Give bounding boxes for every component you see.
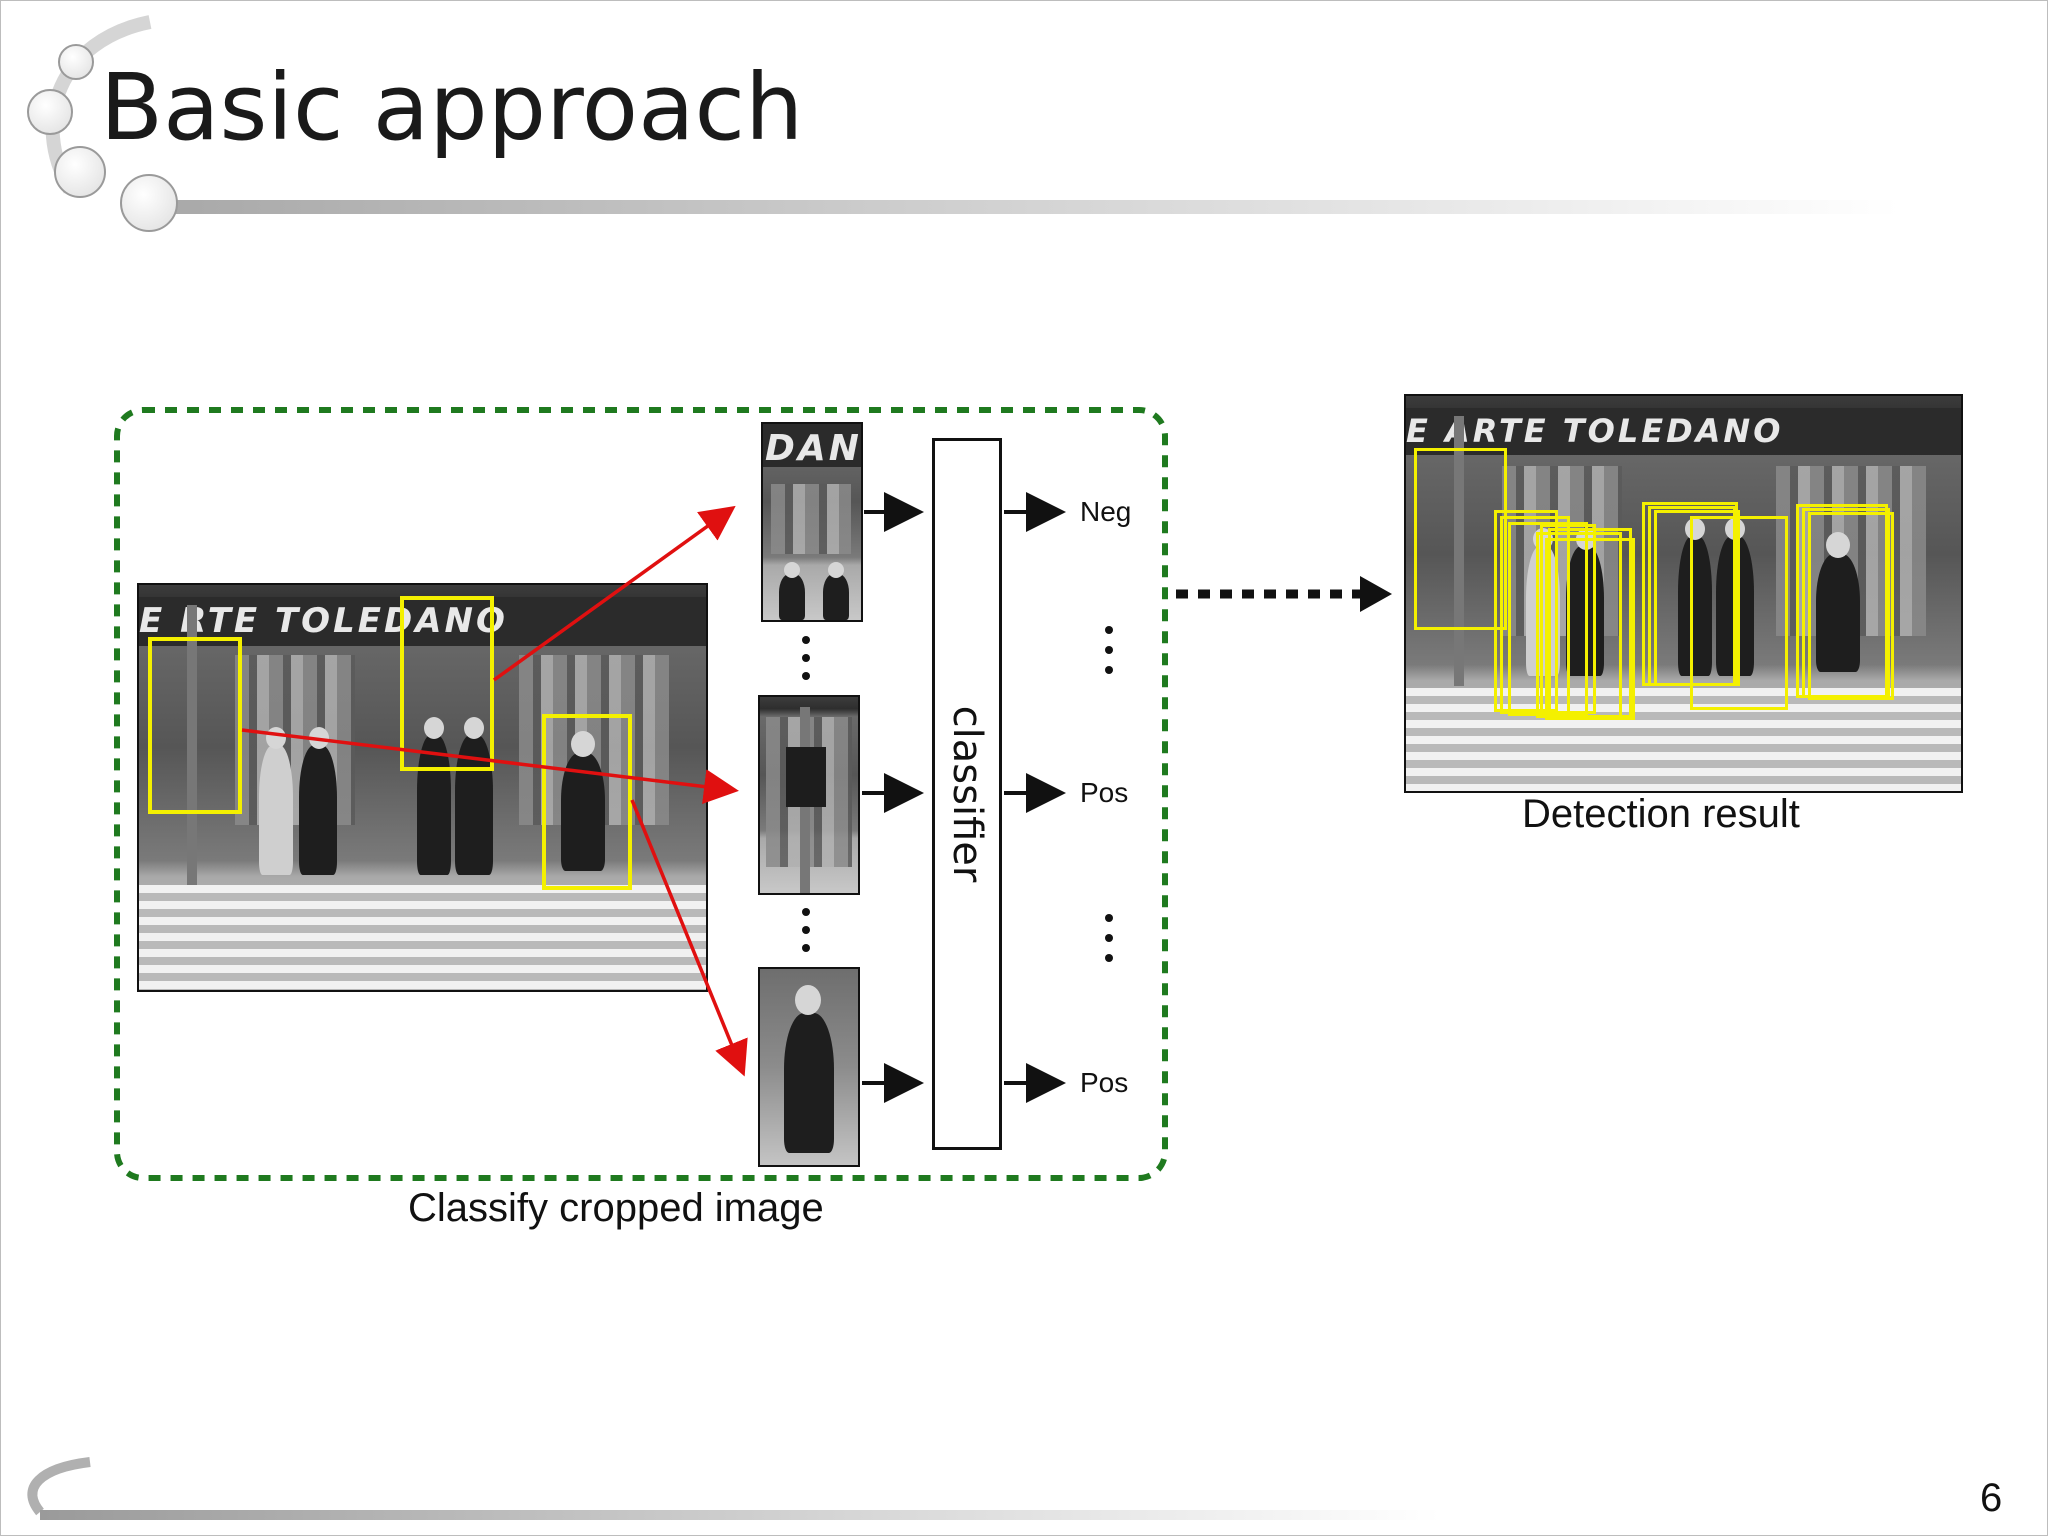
detection-box: [1654, 510, 1740, 686]
crop-sign-text: DAN: [765, 427, 862, 469]
output-label-pos-1: Pos: [1080, 777, 1129, 808]
result-caption: Detection result: [1522, 792, 1800, 836]
classifier-box: classifier: [932, 438, 1002, 1150]
candidate-box-3: [542, 714, 632, 890]
header-decoration: [27, 15, 1900, 232]
bubble-3: [54, 146, 106, 198]
detection-box: [1540, 524, 1596, 714]
candidate-box-2: [400, 596, 494, 771]
bubble-2: [27, 89, 73, 135]
detection-box: [1802, 508, 1890, 698]
crop-caption: Classify cropped image: [408, 1186, 824, 1230]
detection-box: [1808, 512, 1894, 700]
result-sign-text: E ARTE TOLEDANO: [1406, 411, 1784, 450]
detection-result-image: E ARTE TOLEDANO: [1404, 394, 1963, 793]
detection-box: [1414, 448, 1507, 630]
bubble-4: [120, 174, 178, 232]
detection-box: [1500, 516, 1570, 714]
footer-decoration: [27, 1457, 1440, 1520]
crop-patch-2: [758, 695, 860, 895]
bubble-1: [58, 44, 94, 80]
classifier-label: classifier: [944, 705, 990, 883]
sign-text: E RTE TOLEDANO: [139, 601, 508, 642]
detection-box: [1494, 510, 1558, 712]
detection-box: [1536, 532, 1622, 718]
candidate-box-1: [148, 637, 242, 814]
slide-title: Basic approach: [100, 54, 804, 161]
output-label-pos-2: Pos: [1080, 1067, 1129, 1098]
detection-box: [1545, 538, 1635, 720]
page-number: 6: [1980, 1476, 2003, 1520]
detection-box: [1690, 516, 1788, 710]
output-label-neg: Neg: [1080, 496, 1132, 527]
crop-patch-3: [758, 967, 860, 1167]
crop-patch-1: DAN: [761, 422, 863, 622]
